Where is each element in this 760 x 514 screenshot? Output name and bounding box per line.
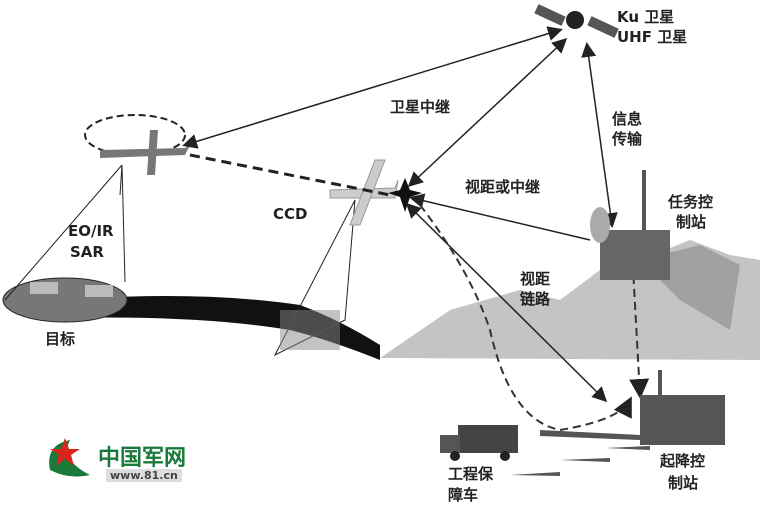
label-mission-1: 任务控: [668, 193, 714, 211]
mission-control-station: [590, 170, 670, 280]
logo-emblem: [49, 438, 90, 477]
label-info-1: 信息: [612, 110, 643, 128]
uav-aircraft-1: [100, 130, 190, 175]
label-eo-ir: EO/IR: [68, 222, 114, 240]
label-info-2: 传输: [612, 130, 643, 148]
engineering-vehicle: [440, 425, 518, 461]
relay-star: [388, 178, 422, 212]
label-launch-1: 起降控: [660, 452, 706, 470]
label-target: 目标: [45, 330, 76, 348]
label-eng-1: 工程保: [448, 465, 494, 483]
label-los-link-1: 视距: [520, 270, 551, 288]
uav-aircraft-2: [329, 159, 399, 226]
label-los-or-relay: 视距或中继: [465, 178, 541, 196]
label-sar: SAR: [70, 243, 104, 261]
label-mission-2: 制站: [676, 213, 707, 231]
label-ccd: CCD: [273, 205, 308, 223]
label-launch-2: 制站: [668, 474, 699, 492]
logo-name: 中国军网: [98, 446, 187, 471]
label-uhf-satellite: UHF 卫星: [617, 28, 688, 46]
launch-control-station: [640, 370, 725, 445]
label-sat-relay: 卫星中继: [390, 98, 451, 116]
ground-uavs: [510, 430, 650, 476]
label-eng-2: 障车: [448, 486, 479, 504]
satellite-icon: [534, 4, 619, 38]
logo-url: www.81.cn: [106, 469, 182, 482]
label-los-link-2: 链路: [520, 290, 551, 308]
label-ku-satellite: Ku 卫星: [617, 8, 675, 26]
target-area: [2, 277, 128, 323]
